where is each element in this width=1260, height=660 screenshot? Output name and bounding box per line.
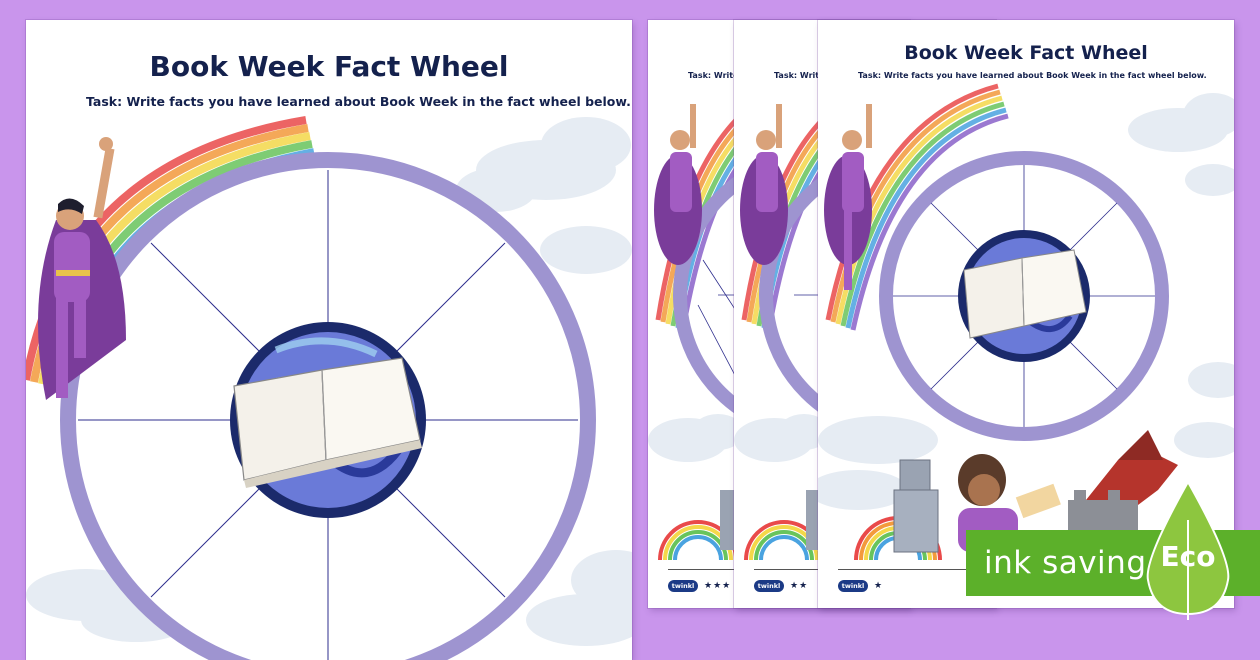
worksheet-artwork [818, 83, 1234, 561]
dragon-illustration [1068, 430, 1178, 552]
rainbow-illustration [825, 83, 1009, 331]
ink-saving-label: ink saving [984, 545, 1147, 581]
twinkl-logo: twinkl [838, 580, 868, 592]
difficulty-stars: ★★ [790, 581, 809, 591]
difficulty-stars: ★ [874, 581, 884, 591]
difficulty-stars: ★★★ [704, 581, 732, 591]
superhero-illustration [654, 104, 702, 265]
worksheet-title: Book Week Fact Wheel [149, 50, 509, 83]
superhero-illustration [740, 104, 788, 265]
worksheet-footer: twinkl ★★ [754, 580, 808, 592]
open-book-icon [963, 249, 1087, 339]
eco-label: Eco [1160, 540, 1216, 573]
superhero-illustration [824, 104, 872, 290]
worksheet-main: Book Week Fact Wheel Task: Write facts y… [26, 20, 632, 660]
twinkl-logo: twinkl [754, 580, 784, 592]
cloud-illustration [648, 414, 744, 462]
cloud-illustration [818, 93, 1234, 510]
cloud-illustration [734, 414, 830, 462]
superhero-illustration [38, 137, 126, 400]
task-instruction: Task: Write facts you have learned about… [858, 71, 1207, 80]
worksheet-title: Book Week Fact Wheel [904, 42, 1148, 64]
task-instruction: Task: Write facts you have learned about… [86, 94, 631, 109]
task-instruction: Task: Write [774, 71, 825, 80]
task-instruction: Task: Write [688, 71, 739, 80]
eco-leaf-icon [1146, 480, 1230, 620]
worksheet-footer: twinkl ★★★ [668, 580, 731, 592]
worksheet-preview-front: Book Week Fact Wheel Task: Write facts y… [818, 20, 1234, 608]
worksheet-footer: twinkl ★ [838, 580, 883, 592]
robot-illustration [893, 459, 939, 553]
worksheet-artwork [26, 116, 632, 660]
open-book-icon [233, 357, 422, 488]
twinkl-logo: twinkl [668, 580, 698, 592]
